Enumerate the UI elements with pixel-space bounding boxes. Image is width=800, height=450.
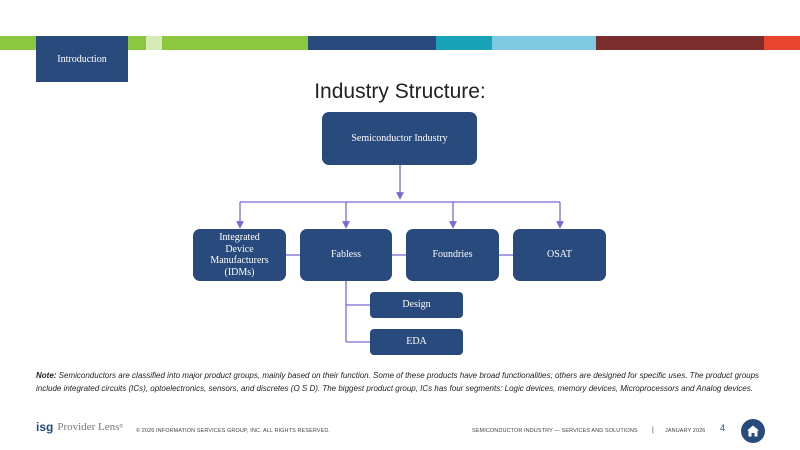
box-design: Design <box>370 292 463 318</box>
box-eda: EDA <box>370 329 463 355</box>
header-stripe-light-blue <box>492 36 596 50</box>
box-idms-line-2: Device <box>225 243 254 255</box>
header-stripe-orange <box>764 36 800 50</box>
header-stripe-pale-green <box>146 36 162 50</box>
footer-date: JANUARY 2026 <box>665 428 706 434</box>
box-osat: OSAT <box>513 229 606 281</box>
box-idms-line-4: (IDMs) <box>224 266 255 278</box>
box-idms-line-1: Integrated <box>219 232 260 243</box>
box-foundries-label: Foundries <box>432 249 473 261</box>
root-box-label: Semiconductor Industry <box>351 132 448 144</box>
home-button[interactable] <box>741 419 765 443</box>
header-stripe-teal <box>436 36 492 50</box>
note-paragraph: Note: Semiconductors are classified into… <box>36 370 764 395</box>
isg-provider-lens-logo: isg Provider Lens® <box>36 420 123 434</box>
box-eda-label: EDA <box>406 336 427 348</box>
box-idms-line-3: Manufacturers <box>210 255 269 266</box>
box-foundries: Foundries <box>406 229 499 281</box>
footer-report-title: SEMICONDUCTOR INDUSTRY — SERVICES AND SO… <box>472 428 638 434</box>
footer-separator: | <box>652 427 654 434</box>
slide-title: Industry Structure: <box>314 80 486 103</box>
box-fabless: Fabless <box>300 229 392 281</box>
home-icon <box>747 425 759 437</box>
box-fabless-label: Fabless <box>331 249 361 261</box>
note-label: Note: <box>36 371 57 380</box>
page-number: 4 <box>720 423 726 433</box>
provider-lens-wordmark: Provider Lens <box>57 421 120 433</box>
note-text: Semiconductors are classified into major… <box>36 371 760 393</box>
footer-copyright: © 2026 INFORMATION SERVICES GROUP, INC. … <box>136 428 331 434</box>
header-stripe-navy <box>308 36 436 50</box>
section-tab: Introduction <box>36 36 128 82</box>
box-design-label: Design <box>402 299 431 311</box>
root-box-semiconductor-industry: Semiconductor Industry <box>322 112 477 165</box>
registered-mark: ® <box>119 424 124 430</box>
box-osat-label: OSAT <box>546 249 572 261</box>
box-idms: Integrated Device Manufacturers (IDMs) <box>193 229 286 281</box>
header-stripe-maroon <box>596 36 764 50</box>
section-tab-label: Introduction <box>57 53 107 65</box>
isg-logo-mark: isg <box>36 420 54 434</box>
